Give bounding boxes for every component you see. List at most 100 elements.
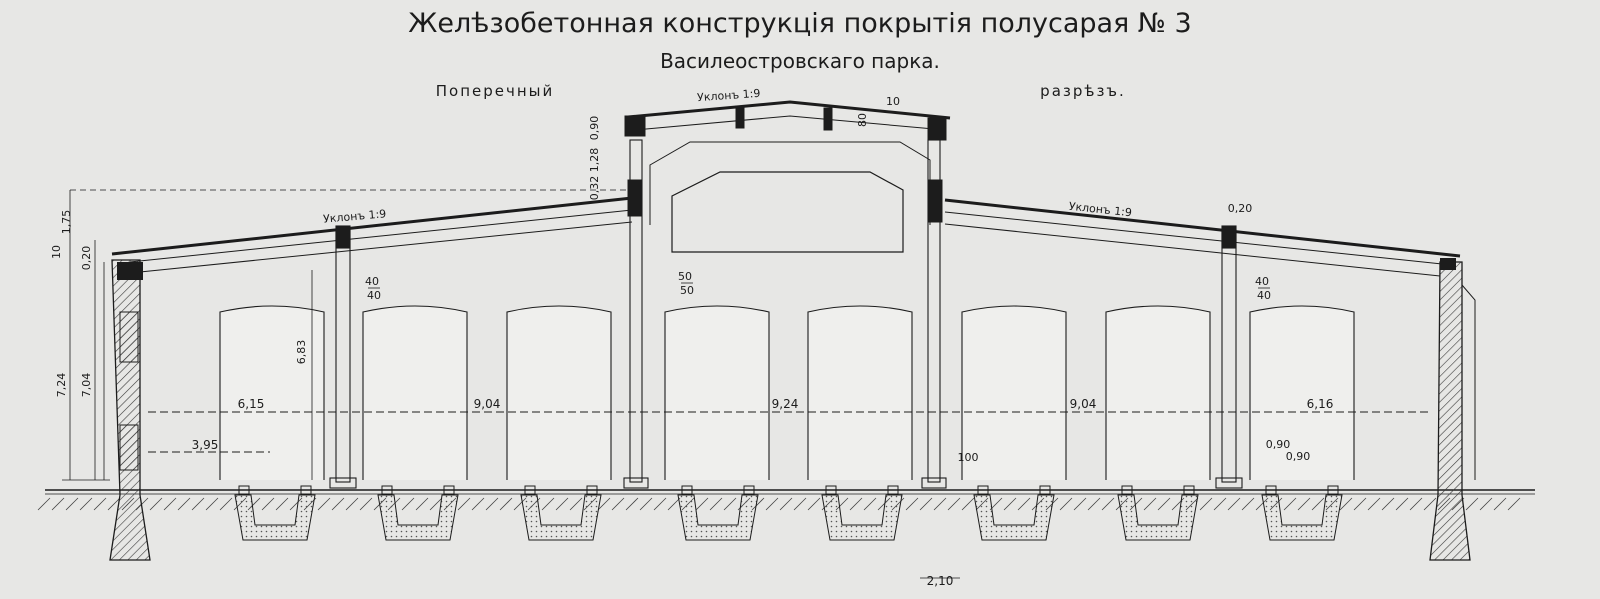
right-roof bbox=[944, 198, 1461, 277]
column-section-left-top: 40 bbox=[365, 275, 379, 288]
ground-hatch-stroke bbox=[415, 497, 429, 511]
ground-hatch-stroke bbox=[1367, 497, 1381, 511]
ground-hatch-stroke bbox=[1241, 497, 1255, 511]
foundation-footings bbox=[234, 485, 1343, 541]
ground-hatch-stroke bbox=[499, 497, 513, 511]
door-opening bbox=[961, 305, 1067, 480]
drawing-title: Желѣзобетонная конструкція покрытія полу… bbox=[408, 8, 1191, 39]
ground-hatch-stroke bbox=[485, 497, 499, 511]
door-opening bbox=[664, 305, 770, 480]
ground-hatch-stroke bbox=[471, 497, 485, 511]
ground-hatch-stroke bbox=[1059, 497, 1073, 511]
ground-hatch-stroke bbox=[709, 497, 723, 511]
footing bbox=[377, 494, 459, 541]
ground-hatch-stroke bbox=[1465, 497, 1479, 511]
footing-anchor bbox=[1327, 485, 1339, 495]
door-opening bbox=[219, 305, 325, 480]
footing bbox=[1117, 494, 1199, 541]
ground-hatch-stroke bbox=[163, 497, 177, 511]
lantern-rib-top: 10 bbox=[886, 95, 900, 108]
ground-hatch-stroke bbox=[905, 497, 919, 511]
column-section-left-bottom: 40 bbox=[367, 289, 381, 302]
lantern-dimension-1: 0,90 bbox=[588, 116, 601, 141]
left-top-dimension-1: 10 bbox=[50, 245, 63, 259]
right-outer-wall bbox=[1429, 258, 1476, 561]
ground-hatch-stroke bbox=[345, 497, 359, 511]
footing-anchor bbox=[743, 485, 755, 495]
ground-hatch-stroke bbox=[1017, 497, 1031, 511]
ground-hatch-stroke bbox=[667, 497, 681, 511]
ground-hatch-stroke bbox=[653, 497, 667, 511]
left-top-dimension-3: 0,20 bbox=[80, 246, 93, 271]
ground-hatch-stroke bbox=[191, 497, 205, 511]
footing bbox=[234, 494, 316, 541]
door-opening bbox=[1105, 305, 1211, 480]
ground-hatch-stroke bbox=[695, 497, 709, 511]
left-roof bbox=[111, 196, 633, 273]
ground-hatch-stroke bbox=[51, 497, 65, 511]
footing-anchor bbox=[1183, 485, 1195, 495]
ground-hatch-stroke bbox=[107, 497, 121, 511]
column-section-center-bottom: 50 bbox=[680, 284, 694, 297]
ground-hatch-stroke bbox=[1227, 497, 1241, 511]
ground-hatch-stroke bbox=[1213, 497, 1227, 511]
span-label: 9,04 bbox=[474, 397, 501, 411]
central-lantern bbox=[624, 100, 951, 253]
footing-anchor bbox=[825, 485, 837, 495]
ground-hatch-stroke bbox=[331, 497, 345, 511]
ground-hatch-stroke bbox=[457, 497, 471, 511]
ground-hatch-stroke bbox=[1507, 497, 1521, 511]
footing-anchor bbox=[681, 485, 693, 495]
footing-anchor bbox=[524, 485, 536, 495]
ground-hatch-stroke bbox=[261, 497, 275, 511]
door-opening bbox=[807, 305, 913, 480]
ground-hatch-stroke bbox=[93, 497, 107, 511]
footing-anchor bbox=[443, 485, 455, 495]
column-tag-right: 0,20 bbox=[1228, 202, 1253, 215]
ground-hatch-stroke bbox=[317, 497, 331, 511]
ground-hatch-stroke bbox=[1297, 497, 1311, 511]
ground-hatch-stroke bbox=[1423, 497, 1437, 511]
footing-anchor bbox=[1039, 485, 1051, 495]
footing bbox=[973, 494, 1055, 541]
ground-hatch-stroke bbox=[1479, 497, 1493, 511]
ground-hatch-stroke bbox=[1311, 497, 1325, 511]
footing-right-a: 0,90 bbox=[1266, 438, 1291, 451]
ground-hatch-stroke bbox=[793, 497, 807, 511]
ground-hatch-stroke bbox=[807, 497, 821, 511]
ground-hatch-stroke bbox=[429, 497, 443, 511]
door-opening bbox=[362, 305, 468, 480]
drawing-subtitle: Василеостровскаго парка. bbox=[660, 49, 940, 73]
ground-hatch-stroke bbox=[1353, 497, 1367, 511]
footing bbox=[677, 494, 759, 541]
ground-hatch-stroke bbox=[275, 497, 289, 511]
ground-hatch-stroke bbox=[79, 497, 93, 511]
ground-hatch-stroke bbox=[541, 497, 555, 511]
door-offset-dimension: 3,95 bbox=[192, 438, 219, 452]
door-opening bbox=[1249, 305, 1355, 480]
ground-hatch-stroke bbox=[1493, 497, 1507, 511]
ground-hatch-stroke bbox=[849, 497, 863, 511]
ground-hatch-stroke bbox=[1395, 497, 1409, 511]
ground-hatch-stroke bbox=[401, 497, 415, 511]
ground-hatch-stroke bbox=[597, 497, 611, 511]
ground-hatch-stroke bbox=[933, 497, 947, 511]
column-section-right-top: 40 bbox=[1255, 275, 1269, 288]
slope-label-left: Уклонъ 1:9 bbox=[323, 207, 387, 225]
ground-hatch-stroke bbox=[639, 497, 653, 511]
footing bbox=[520, 494, 602, 541]
ground-hatch-stroke bbox=[1339, 497, 1353, 511]
ground-hatch-stroke bbox=[625, 497, 639, 511]
ground bbox=[45, 489, 1535, 495]
footing-anchor bbox=[1265, 485, 1277, 495]
left-height-dimensions bbox=[62, 190, 313, 481]
ground-hatch-stroke bbox=[723, 497, 737, 511]
ground-hatch-stroke bbox=[1157, 497, 1171, 511]
ground-hatch-stroke bbox=[611, 497, 625, 511]
ground-hatch-stroke bbox=[1409, 497, 1423, 511]
ground-hatch-stroke bbox=[779, 497, 793, 511]
ground-hatch-stroke bbox=[177, 497, 191, 511]
ground-hatch-stroke bbox=[1381, 497, 1395, 511]
footing-anchor bbox=[381, 485, 393, 495]
